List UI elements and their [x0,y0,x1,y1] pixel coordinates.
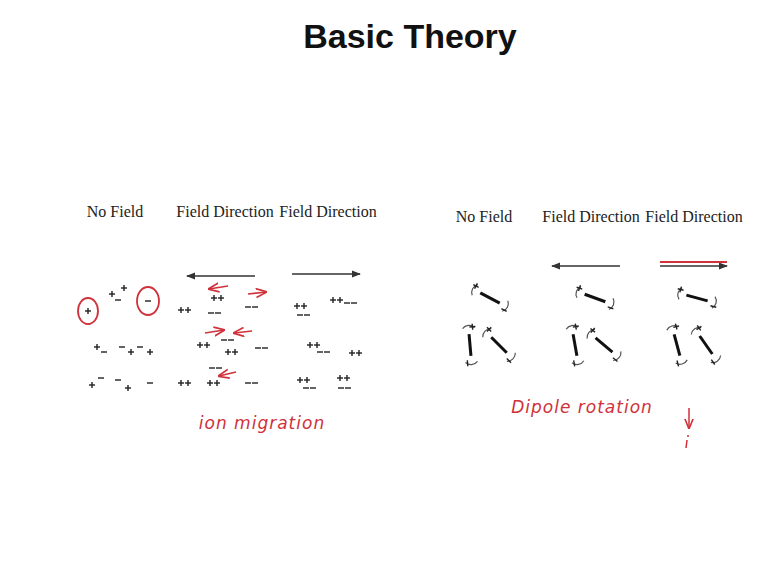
handwritten-note: Dipole rotation [511,398,653,417]
slide-title: Basic Theory [303,18,517,55]
panel-heading: Field Direction [645,208,742,226]
red-annotations [78,286,689,448]
field-arrow [292,273,360,274]
dipole-symbols [462,282,724,367]
panel-heading: No Field [456,208,512,226]
panel-heading: Field Direction [176,203,273,221]
red-underline [660,261,727,263]
panel-heading: Field Direction [542,208,639,226]
field-arrow [552,265,620,266]
handwritten-note: ion migration [199,414,325,433]
ion-symbols [85,285,362,391]
panel-heading: Field Direction [279,203,376,221]
field-arrow [660,265,727,266]
panel-heading: No Field [87,203,143,221]
field-arrow [187,275,255,276]
